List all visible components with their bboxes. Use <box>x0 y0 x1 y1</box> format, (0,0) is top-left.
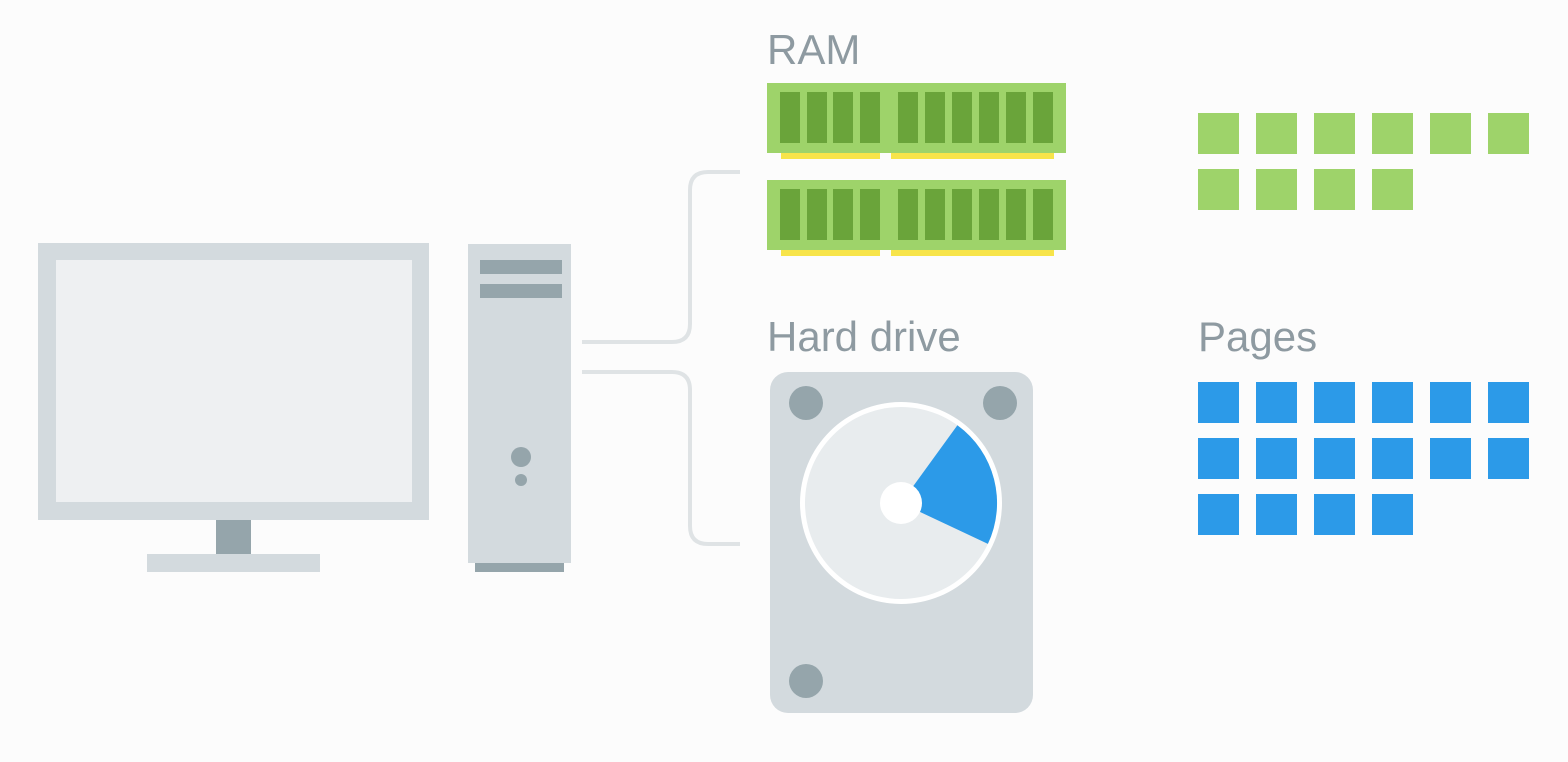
drive-page-block <box>1256 438 1297 479</box>
ram-page-block <box>1314 169 1355 210</box>
ram-page-block <box>1198 169 1239 210</box>
pages-label: Pages <box>1198 313 1318 360</box>
ram-contacts <box>781 152 880 159</box>
ram-contacts <box>781 249 880 256</box>
monitor-icon <box>38 243 429 572</box>
monitor-screen <box>56 260 412 502</box>
drive-page-block <box>1314 494 1355 535</box>
tower-drive-bay <box>480 284 562 298</box>
drive-page-block <box>1198 382 1239 423</box>
ram-chips <box>780 189 1053 240</box>
tower-led <box>515 474 527 486</box>
monitor-neck <box>216 520 251 554</box>
hard-drive-screw <box>789 386 823 420</box>
ram-page-block <box>1256 169 1297 210</box>
tower-base <box>475 563 564 572</box>
drive-page-block <box>1314 382 1355 423</box>
ram-page-block <box>1488 113 1529 154</box>
ram-contacts <box>891 152 1054 159</box>
ram-page-block <box>1256 113 1297 154</box>
hard-drive-screw <box>789 664 823 698</box>
drive-page-block <box>1256 382 1297 423</box>
computer-tower-icon <box>468 244 571 572</box>
ram-page-block <box>1314 113 1355 154</box>
drive-page-block <box>1314 438 1355 479</box>
hard-drive-icon <box>770 372 1033 713</box>
drive-connector-line <box>582 370 740 546</box>
ram-chips <box>780 92 1053 143</box>
drive-page-block <box>1256 494 1297 535</box>
drive-page-block <box>1198 438 1239 479</box>
ram-page-block <box>1198 113 1239 154</box>
drive-page-block <box>1372 494 1413 535</box>
platter-highlight-sector <box>901 425 998 544</box>
hard-drive-label: Hard drive <box>767 313 961 360</box>
ram-module-icon <box>767 83 1066 159</box>
ram-page-block <box>1372 113 1413 154</box>
drive-page-block <box>1198 494 1239 535</box>
tower-drive-bay <box>480 260 562 274</box>
platter-spindle <box>880 482 922 524</box>
drive-page-block <box>1430 382 1471 423</box>
ram-contacts <box>891 249 1054 256</box>
ram-module-icon <box>767 180 1066 256</box>
tower-power-button <box>511 447 531 467</box>
ram-label: RAM <box>767 26 861 73</box>
ram-page-block <box>1372 169 1413 210</box>
monitor-base <box>147 554 320 572</box>
drive-page-block <box>1372 438 1413 479</box>
ram-page-block <box>1430 113 1471 154</box>
drive-page-block <box>1488 438 1529 479</box>
hard-drive-screw <box>983 386 1017 420</box>
drive-page-block <box>1488 382 1529 423</box>
ram-connector-line <box>582 170 740 344</box>
drive-page-block <box>1430 438 1471 479</box>
drive-page-block <box>1372 382 1413 423</box>
